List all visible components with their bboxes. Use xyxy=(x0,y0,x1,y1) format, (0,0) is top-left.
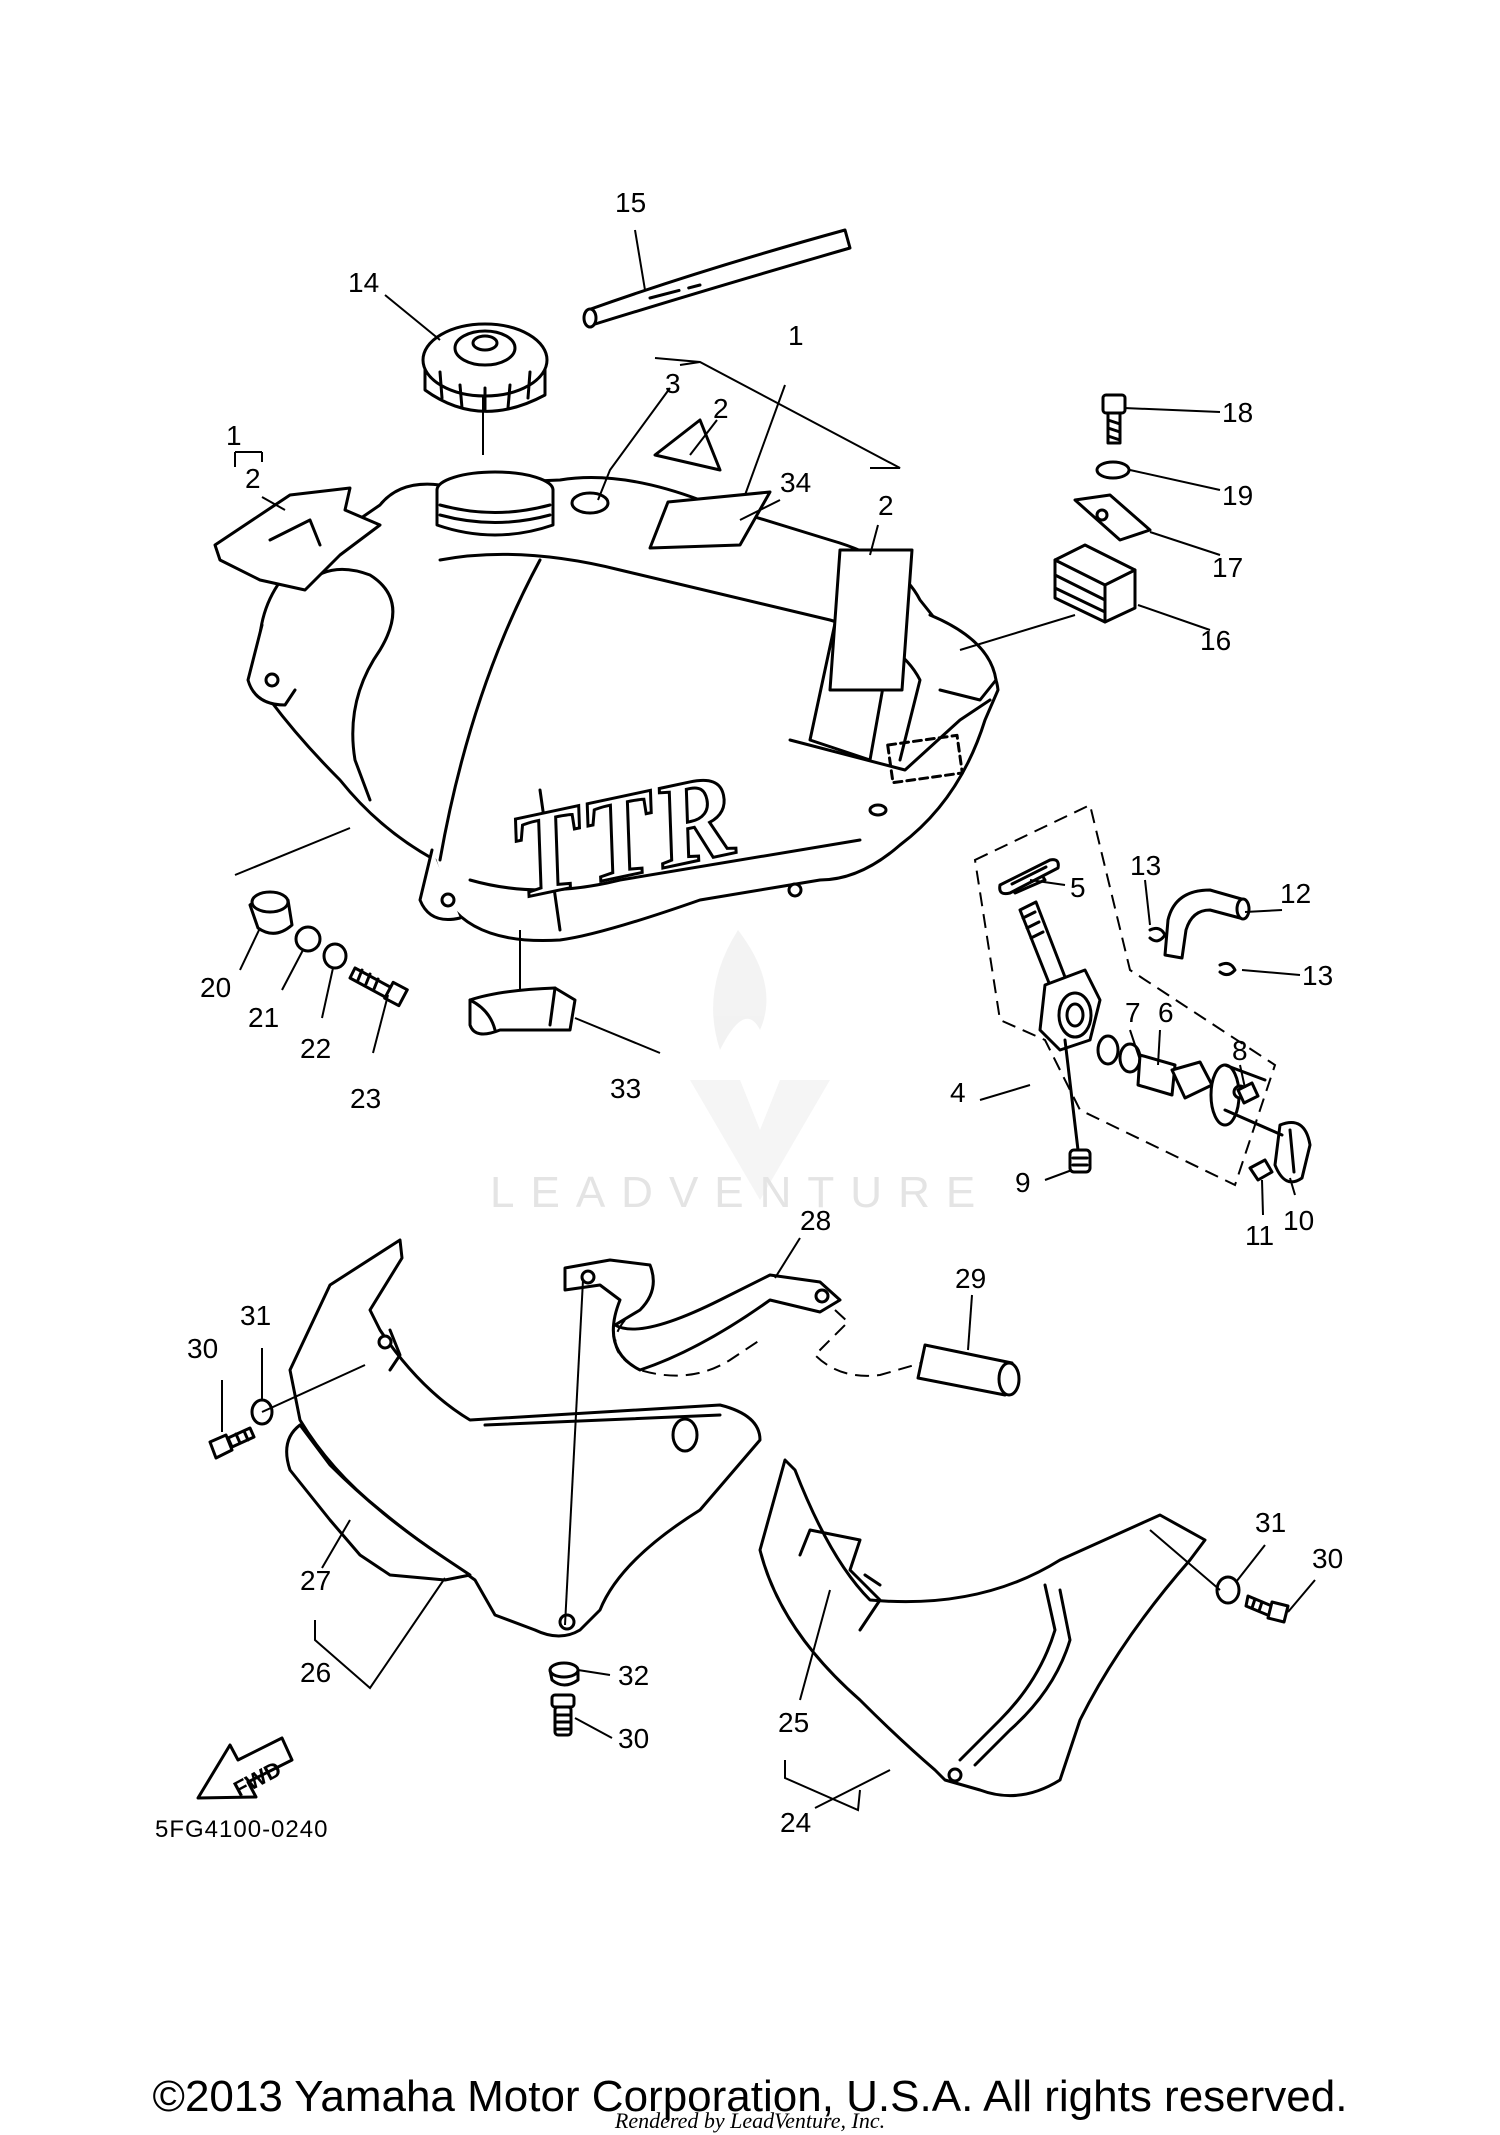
leader-lines xyxy=(221,229,1316,1812)
damper-16[interactable] xyxy=(1053,543,1137,624)
decal-right-strip[interactable] xyxy=(828,548,914,692)
callout-c2c[interactable]: 2 xyxy=(878,490,894,521)
callout-c30a[interactable]: 30 xyxy=(187,1333,218,1364)
callout-c31b[interactable]: 31 xyxy=(1255,1507,1286,1538)
fuel-tank[interactable]: TTR xyxy=(246,470,1000,943)
callout-c1b[interactable]: 1 xyxy=(788,320,804,351)
callout-c7[interactable]: 7 xyxy=(1125,997,1141,1028)
callout-c31a[interactable]: 31 xyxy=(240,1300,271,1331)
callout-c12[interactable]: 12 xyxy=(1280,878,1311,909)
damper-20[interactable] xyxy=(248,890,294,935)
callout-c10[interactable]: 10 xyxy=(1283,1205,1314,1236)
washer-31b[interactable] xyxy=(1215,1575,1241,1605)
decal-27[interactable] xyxy=(285,1423,472,1582)
callout-c25[interactable]: 25 xyxy=(778,1707,809,1738)
callout-c26[interactable]: 26 xyxy=(300,1657,331,1688)
callout-c32[interactable]: 32 xyxy=(618,1660,649,1691)
hose-route xyxy=(813,1309,926,1377)
callout-c1a[interactable]: 1 xyxy=(226,420,242,451)
rendered-by-credit: Rendered by LeadVenture, Inc. xyxy=(614,2108,886,2133)
fuel-cap[interactable] xyxy=(421,322,549,413)
leadventure-watermark-logo xyxy=(690,930,830,1200)
callout-c30c[interactable]: 30 xyxy=(1312,1543,1343,1574)
fuel-cock-assembly[interactable] xyxy=(1008,870,1102,1152)
decal-triangle[interactable] xyxy=(653,418,722,472)
fuel-hose-12[interactable] xyxy=(1163,888,1251,960)
damper-33[interactable] xyxy=(468,986,577,1036)
side-cover-left[interactable] xyxy=(288,1238,762,1638)
callout-c6[interactable]: 6 xyxy=(1158,997,1174,1028)
screw-11[interactable] xyxy=(1248,1158,1274,1182)
callout-c24[interactable]: 24 xyxy=(780,1807,811,1838)
screw-8[interactable] xyxy=(1236,1081,1260,1105)
screw-9[interactable] xyxy=(1068,1148,1092,1174)
clip-13b[interactable] xyxy=(1218,961,1237,977)
o-ring-7[interactable] xyxy=(1096,1034,1120,1066)
collar-32[interactable] xyxy=(548,1661,580,1687)
callout-c9[interactable]: 9 xyxy=(1015,1167,1031,1198)
watermark-text: LEADVENTURE xyxy=(490,1168,992,1217)
breather-hose[interactable] xyxy=(582,228,852,329)
parts-diagram: TTR xyxy=(187,187,1343,1838)
callout-c34[interactable]: 34 xyxy=(780,467,811,498)
callout-c21[interactable]: 21 xyxy=(248,1002,279,1033)
screw-30c[interactable] xyxy=(1244,1594,1290,1624)
washer-22[interactable] xyxy=(322,942,348,970)
callout-c30b[interactable]: 30 xyxy=(618,1723,649,1754)
hose-29[interactable] xyxy=(916,1343,1021,1397)
callout-c13b[interactable]: 13 xyxy=(1302,960,1333,991)
callout-c17[interactable]: 17 xyxy=(1212,552,1243,583)
callout-labels: 1 2 3 2 1 34 2 14 15 18 19 17 16 20 21 2… xyxy=(187,187,1343,1838)
plate-17[interactable] xyxy=(1073,493,1152,542)
callout-c29[interactable]: 29 xyxy=(955,1263,986,1294)
fuel-cock-group-outline xyxy=(973,803,1277,1187)
callout-c18[interactable]: 18 xyxy=(1222,397,1253,428)
callout-c19[interactable]: 19 xyxy=(1222,480,1253,511)
strainer-5[interactable] xyxy=(998,858,1060,896)
washer-19[interactable] xyxy=(1095,460,1131,480)
callout-c15[interactable]: 15 xyxy=(615,187,646,218)
callout-c27[interactable]: 27 xyxy=(300,1565,331,1596)
callout-c22[interactable]: 22 xyxy=(300,1033,331,1064)
copyright-notice: ©2013 Yamaha Motor Corporation, U.S.A. A… xyxy=(152,2072,1348,2121)
callout-c2b[interactable]: 2 xyxy=(713,393,729,424)
screw-30b[interactable] xyxy=(550,1693,576,1737)
callout-c28[interactable]: 28 xyxy=(800,1205,831,1236)
lever-valve[interactable] xyxy=(1136,1053,1214,1100)
callout-c8[interactable]: 8 xyxy=(1232,1035,1248,1066)
diagram-code: 5FG4100-0240 xyxy=(155,1816,329,1843)
callout-c3[interactable]: 3 xyxy=(665,368,681,399)
bolt-18[interactable] xyxy=(1101,393,1127,445)
callout-c20[interactable]: 20 xyxy=(200,972,231,1003)
callout-c33[interactable]: 33 xyxy=(610,1073,641,1104)
callout-c13a[interactable]: 13 xyxy=(1130,850,1161,881)
callout-c4[interactable]: 4 xyxy=(950,1077,966,1108)
screw-30a[interactable] xyxy=(208,1426,256,1460)
collar-21[interactable] xyxy=(294,925,322,953)
callout-c5[interactable]: 5 xyxy=(1070,872,1086,903)
lever-10[interactable] xyxy=(1223,1108,1312,1184)
bolt-23[interactable] xyxy=(348,966,409,1008)
fwd-arrow-icon: FWD xyxy=(196,1736,294,1802)
bracket-28[interactable] xyxy=(563,1258,842,1377)
clip-13a[interactable] xyxy=(1148,926,1167,943)
side-cover-right[interactable] xyxy=(758,1458,1207,1798)
callout-c16[interactable]: 16 xyxy=(1200,625,1231,656)
callout-c14[interactable]: 14 xyxy=(348,267,379,298)
callout-c23[interactable]: 23 xyxy=(350,1083,381,1114)
decal-left[interactable] xyxy=(213,486,382,592)
callout-c11[interactable]: 11 xyxy=(1245,1220,1274,1251)
callout-c2a[interactable]: 2 xyxy=(245,463,261,494)
